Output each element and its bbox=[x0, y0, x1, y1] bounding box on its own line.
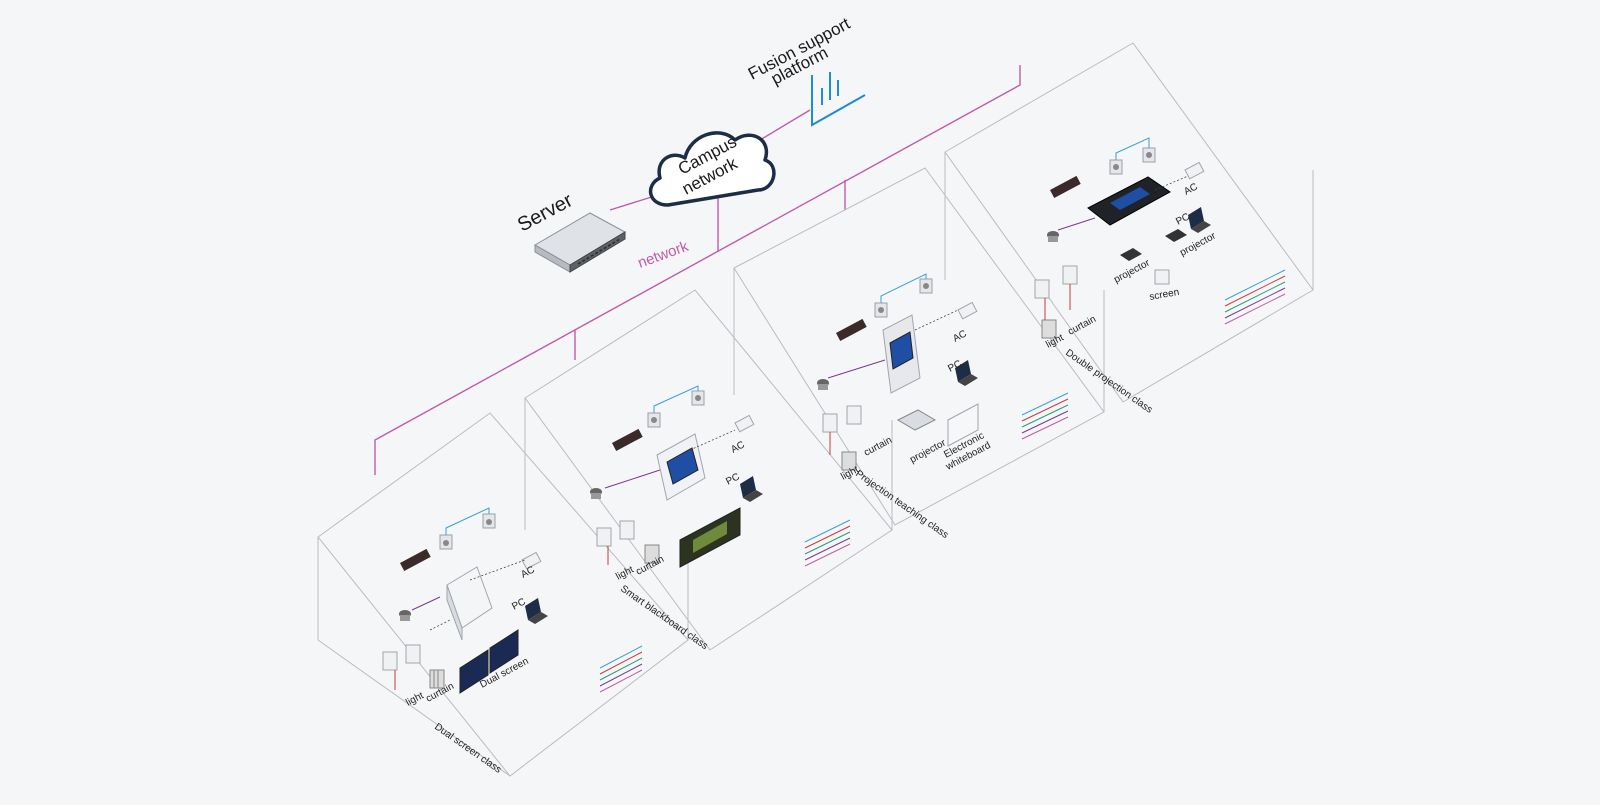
speaker-icon bbox=[1142, 147, 1156, 163]
curtain-icon bbox=[429, 669, 445, 689]
ac-unit-icon bbox=[1184, 161, 1205, 180]
room-1-pc-label: PC bbox=[510, 596, 527, 612]
server-icon bbox=[533, 212, 627, 273]
curtain-icon bbox=[1041, 319, 1057, 339]
room-3-title: Projection teaching class bbox=[853, 468, 950, 540]
monitor-icon bbox=[679, 507, 741, 568]
switch-icon bbox=[1050, 175, 1081, 198]
room-4-ac-label: AC bbox=[1182, 181, 1199, 197]
laptop-icon bbox=[955, 360, 978, 386]
camera-icon bbox=[1047, 231, 1059, 242]
network-label: network bbox=[636, 238, 692, 272]
projector-icon bbox=[1120, 248, 1142, 261]
monitor-icon bbox=[459, 629, 519, 694]
room-2-pc-label: PC bbox=[724, 471, 741, 487]
control-panel-icon bbox=[882, 314, 921, 394]
room-1-light-label: light bbox=[404, 690, 426, 708]
screen-icon bbox=[1154, 269, 1170, 285]
control-panel-icon bbox=[446, 566, 493, 641]
speaker-icon bbox=[919, 278, 933, 294]
ac-unit-icon bbox=[521, 551, 542, 570]
speaker-icon bbox=[691, 390, 705, 406]
camera-icon bbox=[399, 610, 411, 621]
speaker-icon bbox=[439, 534, 453, 550]
cloud-icon bbox=[648, 131, 776, 207]
speaker-icon bbox=[874, 302, 888, 318]
switch-icon bbox=[400, 548, 431, 571]
wall-panel-icon bbox=[822, 405, 862, 433]
wall-panel-icon bbox=[382, 644, 421, 671]
room-double-projection: AC PC light curtain projector projector … bbox=[944, 42, 1314, 416]
laptop-icon bbox=[740, 476, 763, 502]
laptop-icon bbox=[525, 598, 548, 624]
room-4-screen-label: screen bbox=[1149, 287, 1180, 303]
curtain-icon bbox=[644, 544, 660, 564]
campus-cloud: Campus network network bbox=[636, 131, 776, 272]
camera-icon bbox=[590, 488, 602, 499]
main-network-line bbox=[374, 65, 1021, 475]
room-3-outline bbox=[733, 167, 1105, 526]
switch-icon bbox=[612, 428, 643, 451]
room-smart-blackboard: AC PC light curtain Smart blackboard cla… bbox=[524, 289, 893, 652]
curtain-icon bbox=[841, 451, 857, 471]
room-3-ac-label: AC bbox=[951, 328, 968, 344]
room-projection-teaching: AC PC light curtain projector Electronic… bbox=[733, 167, 1105, 541]
room-4-projector-a-label: projector bbox=[1112, 257, 1152, 285]
room-3-legend bbox=[1021, 392, 1069, 440]
fusion-platform: Fusion support platform bbox=[745, 14, 866, 127]
camera-icon bbox=[817, 379, 829, 390]
ac-unit-icon bbox=[734, 414, 755, 433]
whiteboard-icon bbox=[947, 403, 979, 447]
projector-icon bbox=[896, 409, 937, 431]
bar-chart-icon bbox=[811, 72, 866, 127]
laptop-icon bbox=[1188, 207, 1211, 233]
room-1-ac-label: AC bbox=[519, 564, 536, 580]
room-3-curtain-label: curtain bbox=[862, 435, 894, 459]
room-4-legend bbox=[1224, 269, 1286, 325]
room-2-legend bbox=[804, 519, 851, 567]
control-panel-icon bbox=[656, 433, 706, 501]
room-2-outline bbox=[524, 289, 893, 651]
room-2-ac-label: AC bbox=[729, 439, 746, 455]
speaker-icon bbox=[482, 513, 496, 529]
room-2-light-label: light bbox=[614, 564, 636, 582]
wall-panel-icon bbox=[596, 520, 635, 547]
speaker-icon bbox=[1109, 159, 1123, 175]
room-4-title: Double projection class bbox=[1063, 347, 1154, 415]
cloud-to-platform-line bbox=[759, 109, 811, 141]
switch-icon bbox=[835, 318, 867, 341]
server: Server bbox=[514, 189, 627, 273]
control-panel-icon bbox=[1087, 176, 1171, 226]
room-2-title: Smart blackboard class bbox=[618, 583, 709, 652]
speaker-icon bbox=[647, 412, 661, 428]
wall-panel-icon bbox=[1034, 265, 1078, 299]
projector-icon bbox=[1165, 229, 1187, 242]
room-4-curtain-label: curtain bbox=[1066, 314, 1098, 338]
room-1-title: Dual screen class bbox=[432, 721, 503, 775]
room-4-outline bbox=[944, 42, 1314, 403]
ac-unit-icon bbox=[957, 301, 978, 320]
room-1-legend bbox=[599, 645, 643, 693]
room-4-pc-label: PC bbox=[1174, 211, 1191, 227]
